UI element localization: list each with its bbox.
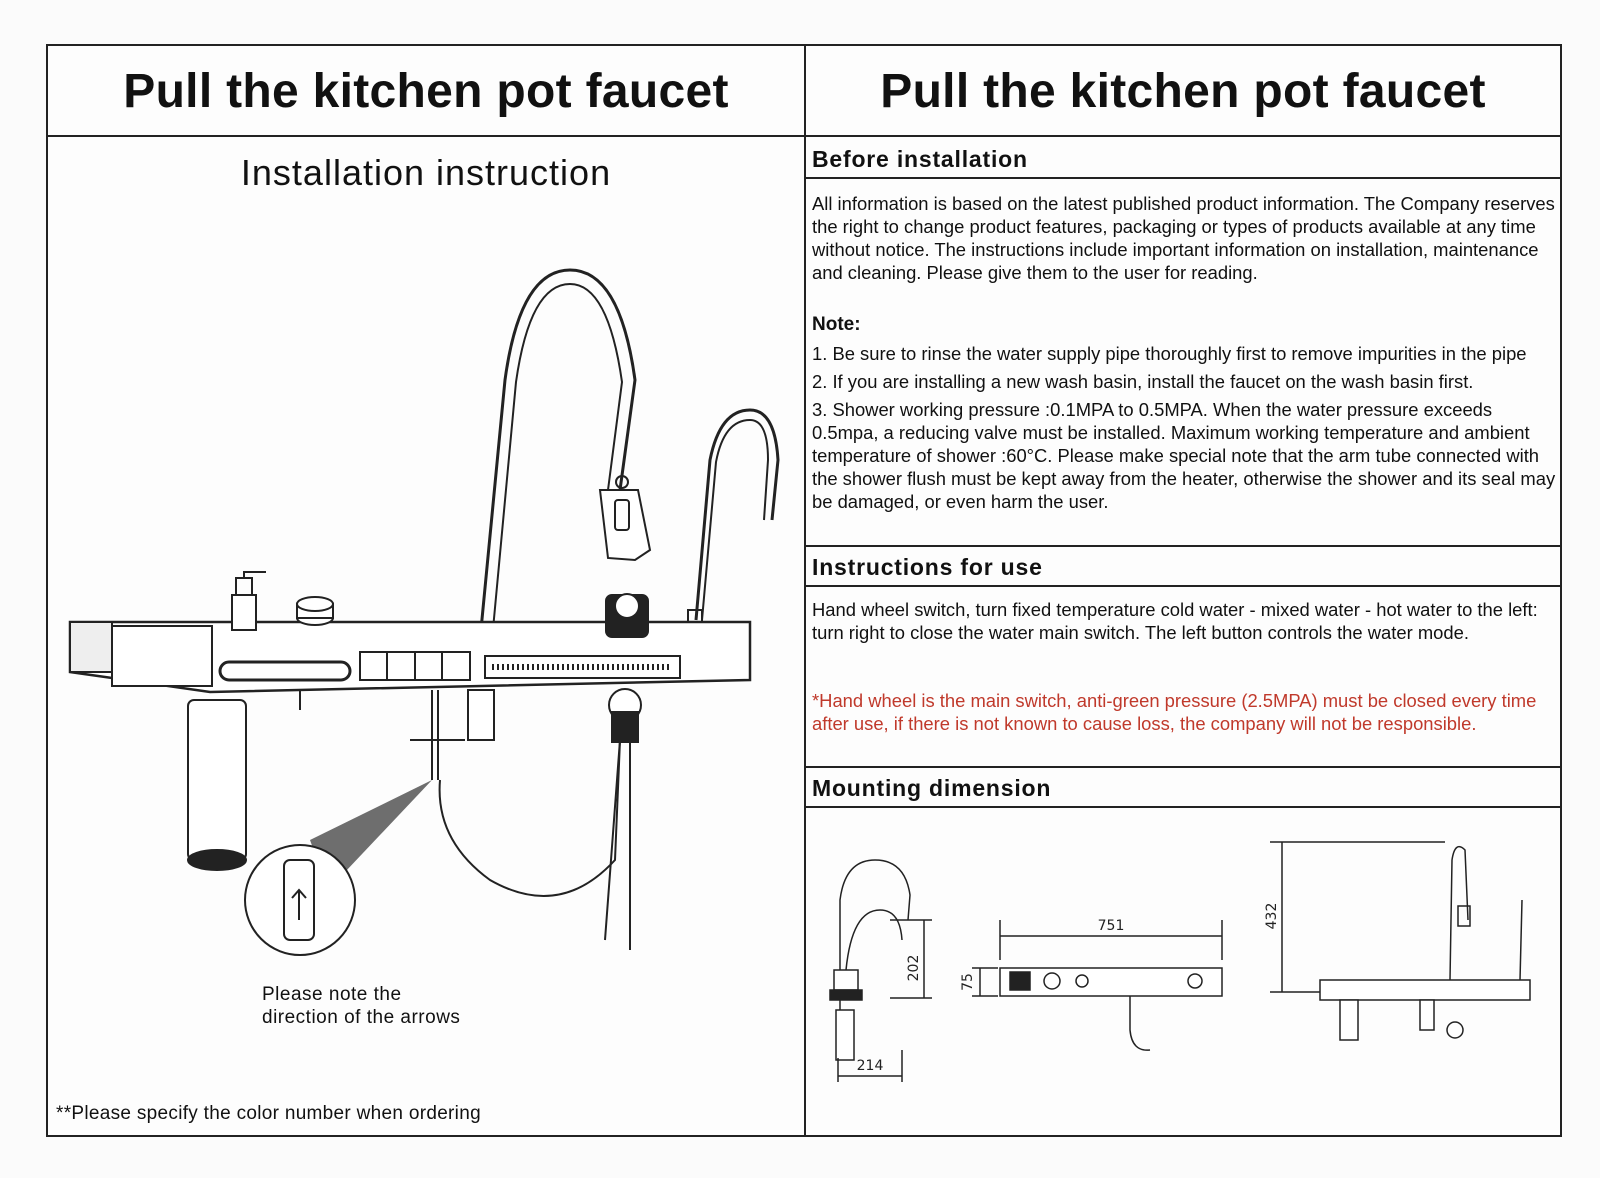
title-rule [46,135,1562,137]
dim-75: 75 [960,973,976,991]
top-view [999,967,1223,997]
mounting-diagram: 202 214 75 751 432 [829,841,1531,1082]
spray-head [598,489,652,562]
note-list: 1. Be sure to rinse the water supply pip… [812,342,1557,518]
drinking-spout [694,408,780,621]
mounting-dimension-heading: Mounting dimension [812,775,1052,801]
soap-bottle [187,699,247,861]
dim-202: 202 [906,955,922,982]
before-installation-body: All information is based on the latest p… [812,193,1555,283]
before-installation-heading: Before installation [812,146,1028,172]
arrow-caption: Please note the direction of the arrows [262,983,460,1029]
use-top-rule [806,545,1562,547]
dim-751: 751 [1098,918,1125,934]
warning-text: *Hand wheel is the main switch, anti-gre… [812,690,1537,734]
before-head-rule [806,177,1562,179]
note-item-2: 2. If you are installing a new wash basi… [812,371,1474,392]
caption-line-2: direction of the arrows [262,1007,461,1028]
column-divider [804,44,806,1137]
pull-spout [478,268,637,641]
instructions-for-use-body: Hand wheel switch, turn fixed temperatur… [812,599,1538,643]
mount-head-rule [806,806,1562,808]
caption-line-1: Please note the [262,984,402,1005]
dim-432: 432 [1264,903,1280,930]
installation-subtitle: Installation instruction [240,152,612,193]
dim-214: 214 [857,1058,884,1074]
note-item-1: 1. Be sure to rinse the water supply pip… [812,343,1527,364]
soap-dispenser [231,594,257,631]
front-view [1319,979,1531,1001]
left-title: Pull the kitchen pot faucet [123,64,729,118]
order-footnote: **Please specify the color number when o… [56,1103,481,1124]
instructions-for-use-heading: Instructions for use [812,554,1043,580]
hose [438,739,621,897]
note-label: Note: [812,314,861,335]
side-view [839,859,911,1050]
right-title: Pull the kitchen pot faucet [880,64,1486,118]
note-item-3: 3. Shower working pressure :0.1MPA to 0.… [812,399,1556,512]
mount-top-rule [806,766,1562,768]
use-head-rule [806,585,1562,587]
faucet-illustration [68,268,780,956]
